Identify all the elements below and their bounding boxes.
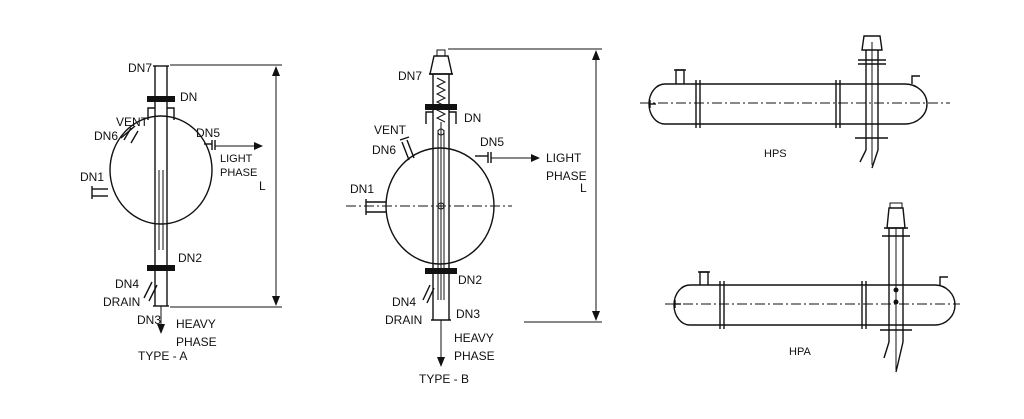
type-b-bottom-flange	[425, 268, 457, 274]
hpa-caption: HPA	[789, 346, 811, 358]
hps-vessel-body	[648, 83, 928, 125]
type-b-sphere-body	[385, 147, 495, 265]
type-b-dn1-label: DN1	[350, 182, 374, 196]
type-b-dn7-label: DN7	[398, 69, 422, 83]
type-a-dn6-label: DN6	[94, 129, 118, 143]
hpa-separator: HPA	[665, 202, 960, 373]
type-a-l-label: L	[259, 179, 266, 193]
type-a-dn7-label: DN7	[128, 61, 152, 75]
type-a-dn1-label: DN1	[80, 170, 104, 184]
type-a-dn2-label: DN2	[178, 251, 202, 265]
type-b-dn3-label: DN3	[456, 307, 480, 321]
type-b-top-cap	[436, 49, 446, 57]
type-b-light-phase-label: PHASE	[546, 169, 587, 183]
hpa-vessel-body	[673, 284, 956, 326]
type-a-heavy-phase-label: PHASE	[176, 335, 217, 349]
hps-separator: HPS	[640, 35, 950, 169]
hps-top-fitting	[861, 35, 883, 51]
type-b-dn2-label: DN2	[458, 273, 482, 287]
type-b-vent-label: VENT	[374, 123, 407, 137]
type-b-dn-label: DN	[464, 111, 481, 125]
type-a-dn-label: DN	[180, 90, 197, 104]
type-b-top-flange	[425, 104, 457, 110]
type-a-heavy-label: HEAVY	[176, 317, 216, 331]
type-a-vent-label: VENT	[116, 115, 149, 129]
type-b-heavy-label: HEAVY	[454, 331, 494, 345]
type-b-caption: TYPE - B	[419, 372, 469, 386]
type-a-heavy-phase-arrow	[157, 324, 165, 334]
type-a-light-label: LIGHT	[220, 153, 253, 165]
type-a-light-phase-label: PHASE	[220, 167, 257, 179]
type-b-dn4-label: DN4	[392, 295, 416, 309]
type-b-dn5-label: DN5	[480, 135, 504, 149]
hps-caption: HPS	[764, 148, 787, 160]
type-a-dn4-label: DN4	[115, 277, 139, 291]
type-a-drain-label: DRAIN	[103, 295, 140, 309]
type-a-dn3-label: DN3	[137, 313, 161, 327]
type-b-separator: DN7 DN VENT DN6 DN5 LIGHT PHASE DN1 L DN…	[346, 48, 602, 386]
type-b-light-label: LIGHT	[546, 151, 582, 165]
type-a-bottom-flange	[147, 265, 175, 271]
type-b-drain-label: DRAIN	[385, 313, 422, 327]
type-b-l-label: L	[580, 181, 587, 195]
hpa-top-cap	[889, 202, 903, 209]
type-b-heavy-phase-arrow	[437, 357, 445, 367]
type-b-dn6-label: DN6	[372, 143, 396, 157]
type-a-dn5-label: DN5	[196, 126, 220, 140]
type-a-separator: DN7 DN VENT DN6 DN5 LIGHT PHASE DN1 L DN…	[80, 61, 282, 363]
type-b-heavy-phase-label: PHASE	[454, 349, 495, 363]
type-a-caption: TYPE - A	[138, 349, 187, 363]
type-a-sphere-body	[109, 115, 213, 225]
type-a-top-flange	[147, 96, 175, 102]
